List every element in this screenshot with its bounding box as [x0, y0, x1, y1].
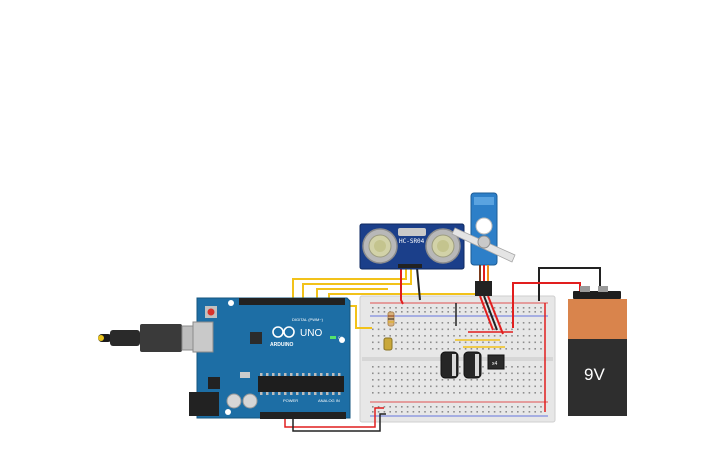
power-led-label: ON [338, 336, 344, 340]
sensor-model-label: HC-SR04 [399, 238, 425, 245]
servo-motor[interactable] [451, 192, 516, 296]
usb-port [192, 321, 214, 353]
power-pins-label: POWER [283, 398, 298, 403]
dc-power-jack [189, 392, 219, 416]
sensor-transducer-right [425, 228, 461, 264]
resistor[interactable] [387, 311, 395, 327]
digital-pins-label: DIGITAL (PWM~) [292, 317, 324, 322]
analog-pins-label: ANALOG IN [318, 398, 340, 403]
digital-header[interactable] [239, 298, 345, 305]
arduino-model-label: UNO [300, 328, 322, 339]
battery-label: 9V [584, 365, 605, 384]
capacitor-1[interactable] [440, 351, 459, 379]
usb-cable[interactable] [98, 324, 205, 352]
arduino-logo-icon [272, 326, 295, 338]
sensor-transducer-left [362, 228, 398, 264]
power-analog-header[interactable] [260, 412, 346, 419]
arduino-uno-board[interactable]: ARDUINO UNO DIGITAL (PWM~) POWER ANALOG … [189, 297, 351, 419]
battery-9v[interactable]: 9V [568, 286, 627, 416]
power-led [330, 336, 336, 339]
capacitor-2[interactable] [463, 351, 482, 379]
servo-horn-icon [451, 227, 516, 263]
servo-connector [475, 281, 492, 296]
ultrasonic-sensor[interactable]: HC-SR04 [359, 223, 465, 270]
atmega-chip [258, 376, 344, 392]
arduino-brand-label: ARDUINO [270, 342, 293, 348]
chip-label: x4 [492, 361, 498, 367]
capacitor-small[interactable] [383, 337, 393, 351]
battery-snap [573, 291, 621, 299]
voltage-regulator-chip[interactable]: x4 [487, 354, 505, 370]
